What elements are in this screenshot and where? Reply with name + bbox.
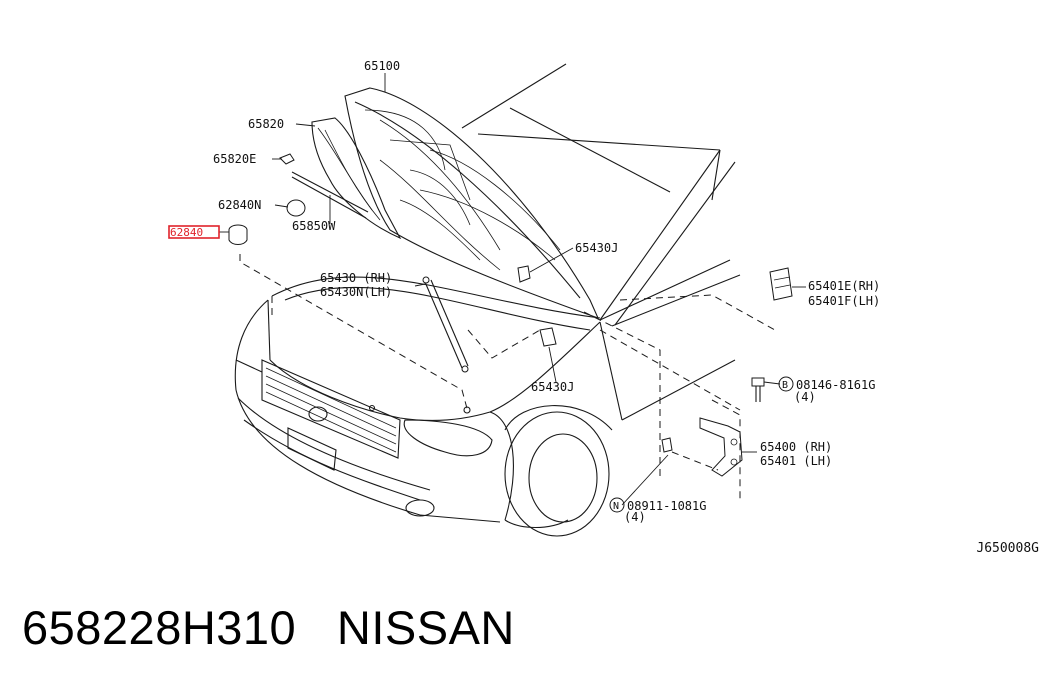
label-clip-e: 65820E [213, 152, 256, 166]
label-hinge-lh: 65401 (LH) [760, 454, 832, 468]
highlight-box [168, 225, 220, 239]
nut-symbol-icon [609, 497, 625, 513]
label-highlight: 62840 [170, 226, 203, 239]
label-bracket-j-bottom: 65430J [531, 380, 574, 394]
label-lock-rh: 65401E(RH) [808, 279, 880, 293]
exploded-parts-diagram: 65100 65820 65820E 62840N 65850W 62840 6… [168, 59, 880, 537]
label-hinge-rh: 65400 (RH) [760, 440, 832, 454]
car-body-drawing [234, 63, 741, 537]
label-bumper-n: 62840N [218, 198, 261, 212]
bolt-symbol-icon [778, 376, 794, 392]
diagram-ref-code: J650008G [976, 541, 1039, 556]
label-bolt-code: 08146-8161G [796, 378, 875, 392]
label-bracket-j-top: 65430J [575, 241, 618, 255]
label-stay-lh: 65430N(LH) [320, 285, 392, 299]
leader-lines [219, 73, 806, 506]
part-labels: 65100 65820 65820E 62840N 65850W 62840 6… [168, 59, 880, 524]
label-insulator-clip: 65820 [248, 117, 284, 131]
label-lock-lh: 65401F(LH) [808, 294, 880, 308]
label-nut-qty: (4) [624, 510, 646, 524]
label-hood: 65100 [364, 59, 400, 73]
part-caption: 658228H310 NISSAN [22, 600, 515, 655]
brand-name: NISSAN [336, 601, 515, 654]
label-stay-rh: 65430 (RH) [320, 271, 392, 285]
small-parts [228, 153, 793, 477]
label-nut-code: 08911-1081G [627, 499, 706, 513]
label-seal-w: 65850W [292, 219, 336, 233]
nut-symbol-letter: N [613, 501, 619, 512]
part-number: 658228H310 [22, 601, 297, 654]
label-bolt-qty: (4) [794, 390, 816, 404]
bolt-symbol-letter: B [782, 380, 788, 391]
dashed-guides [239, 254, 776, 500]
